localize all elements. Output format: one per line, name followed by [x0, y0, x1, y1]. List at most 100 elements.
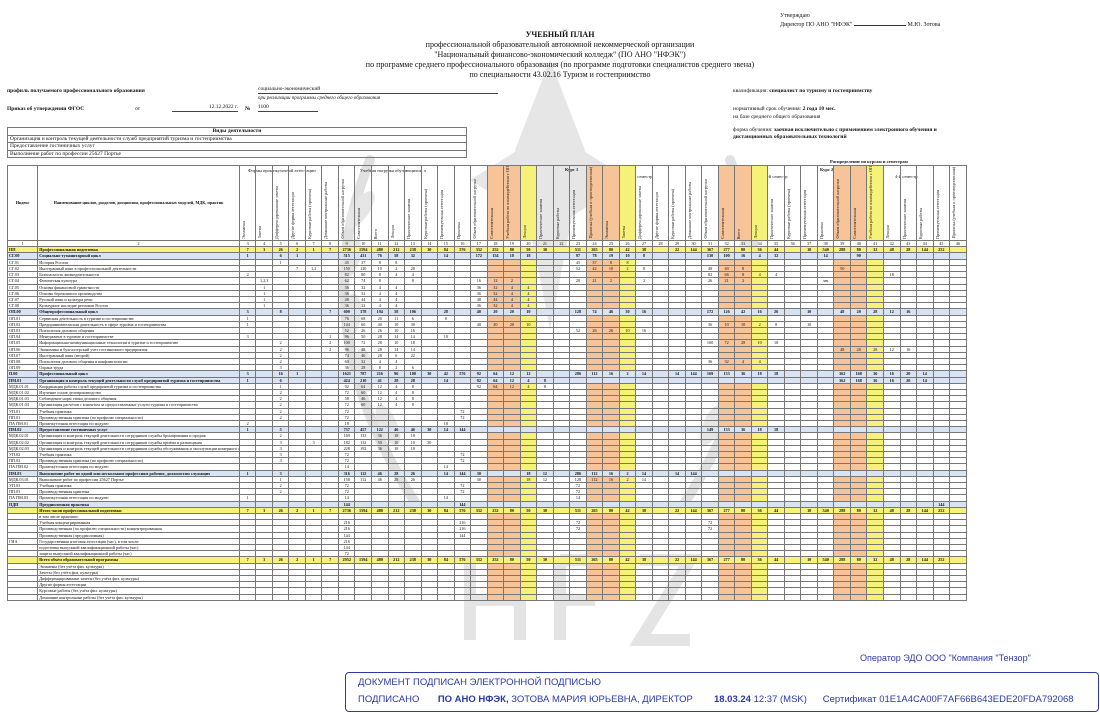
- row-index: УП.02: [6, 450, 39, 459]
- row-index: ПП.03: [6, 488, 39, 496]
- row-index: СГ.07: [6, 295, 39, 304]
- row-cell: [949, 444, 967, 453]
- row-cell: [238, 395, 257, 403]
- row-cell: [238, 432, 257, 440]
- approval-director: Директор ПО АНО "НФЭК" М.Ю. Зотова: [780, 22, 941, 28]
- row-cell: 1: [238, 494, 257, 502]
- row-cell: [734, 593, 752, 601]
- header-vertical-label: Дифференцированные зачеты: [271, 164, 290, 242]
- header-vertical-label: Самостоятельная: [717, 164, 736, 242]
- row-index: ПА ПМ.01: [6, 419, 39, 428]
- row-cell: [437, 593, 455, 601]
- row-cell: [635, 593, 653, 601]
- header-vertical-text: Домашние контрольные работы: [686, 182, 692, 239]
- row-name: Дифференцированные зачеты (без учёта физ…: [37, 575, 240, 583]
- header-vertical-label: Всего: [734, 164, 752, 242]
- header-vertical-text: Другие формы аттестации: [653, 191, 659, 239]
- row-cell: [949, 302, 967, 310]
- header-vertical-label: Курсовые работы (проекты): [420, 164, 439, 242]
- row-cell: [949, 475, 967, 484]
- header-vertical-label: Промежуточная аттестация: [437, 164, 455, 242]
- row-name: Организация и контроль текущей деятельно…: [37, 438, 240, 446]
- header-vertical-text: Экзамены: [604, 221, 610, 239]
- table-row: Производственная (по профилю специальнос…: [6, 525, 967, 533]
- row-cell: [949, 271, 967, 279]
- row-cell: [949, 413, 967, 421]
- row-cell: [949, 450, 967, 459]
- header-vertical-text: Практика (учебная и производственная): [587, 167, 593, 239]
- signature-line: [853, 25, 906, 26]
- row-name: Психология делового общения: [37, 326, 240, 335]
- row-cell: [238, 407, 257, 415]
- row-name: Государственная итоговая аттестация (час…: [37, 537, 240, 546]
- row-cell: [949, 382, 967, 390]
- row-cell: 1: [238, 376, 257, 384]
- row-cell: [949, 463, 967, 471]
- header-vertical-label: Практические занятия: [404, 164, 422, 242]
- row-index: П.00: [6, 370, 39, 378]
- row-cell: [833, 593, 851, 601]
- row-cell: [238, 289, 257, 297]
- row-cell: 1: [238, 320, 257, 328]
- row-index: УП.01: [6, 407, 39, 415]
- row-cell: 1: [238, 426, 257, 434]
- row-name: Организация и контроль текущей деятельно…: [37, 432, 240, 440]
- row-name: Выполнение работ по профессии 25627 Порт…: [37, 475, 240, 484]
- row-index: МДК.02.03: [6, 444, 39, 453]
- education-base: на базе среднего общего образования: [733, 114, 821, 120]
- row-cell: [238, 382, 257, 390]
- row-cell: [684, 593, 703, 601]
- stamp-details: ПОДПИСАНО ПО АНО НФЭК, ЗОТОВА МАРИЯ ЮРЬЕ…: [358, 694, 1074, 705]
- row-cell: [486, 593, 505, 601]
- title-line-2: "Национальный финансово-экономический ко…: [434, 50, 686, 59]
- row-cell: [238, 457, 257, 465]
- header-vertical-text: Лекции: [389, 225, 395, 239]
- header-vertical-label: Практические занятия: [899, 164, 918, 242]
- row-cell: [701, 593, 719, 601]
- header-vertical-label: Зачеты: [255, 164, 273, 242]
- row-cell: [849, 593, 868, 601]
- header-vertical-label: Практические занятия: [767, 164, 785, 242]
- row-index: ОП.04: [6, 333, 39, 341]
- row-cell: [899, 593, 918, 601]
- row-index: СГ.01: [6, 258, 39, 266]
- row-cell: [717, 593, 736, 601]
- row-cell: 2: [238, 419, 257, 428]
- row-cell: 7: [238, 556, 257, 564]
- row-name: Информационно-коммуникационные технологи…: [37, 339, 240, 347]
- row-index: ОП.06: [6, 345, 39, 353]
- header-vertical-text: Лекции: [752, 225, 758, 239]
- row-cell: [288, 593, 306, 601]
- order-label: Приказ об утверждении ФГОС: [7, 106, 85, 112]
- row-cell: [949, 438, 967, 446]
- row-cell: [238, 295, 257, 304]
- activity-types-table: Виды деятельности Организация и контроль…: [7, 127, 467, 158]
- row-name: Иностранный язык в профессиональной деят…: [37, 264, 240, 273]
- column-number: 2: [37, 240, 240, 248]
- row-cell: [238, 277, 257, 285]
- header-vertical-text: Курсовые работы: [554, 207, 560, 239]
- approval-title: Утверждаю: [780, 13, 810, 19]
- row-cell: [949, 277, 967, 285]
- row-index: СГ.05: [6, 283, 39, 291]
- row-cell: [238, 339, 257, 347]
- header-vertical-text: Самостоятельная: [488, 208, 494, 239]
- row-name: Изучение основ делопроизводства: [37, 388, 240, 397]
- row-index: МДК.02.02: [6, 438, 39, 446]
- header-vertical-text: Объем образовательной нагрузки: [703, 179, 709, 239]
- study-term: нормативный срок обучения: 2 года 10 мес…: [733, 106, 836, 112]
- header-vertical-text: Практика: [455, 222, 461, 239]
- table-row: Дифференцированные зачеты (без учёта физ…: [6, 575, 967, 583]
- row-cell: [238, 413, 257, 421]
- row-index: ПА ПМ.02: [6, 463, 39, 471]
- row-name: Экономика и бухгалтерский учет гостиничн…: [37, 345, 240, 353]
